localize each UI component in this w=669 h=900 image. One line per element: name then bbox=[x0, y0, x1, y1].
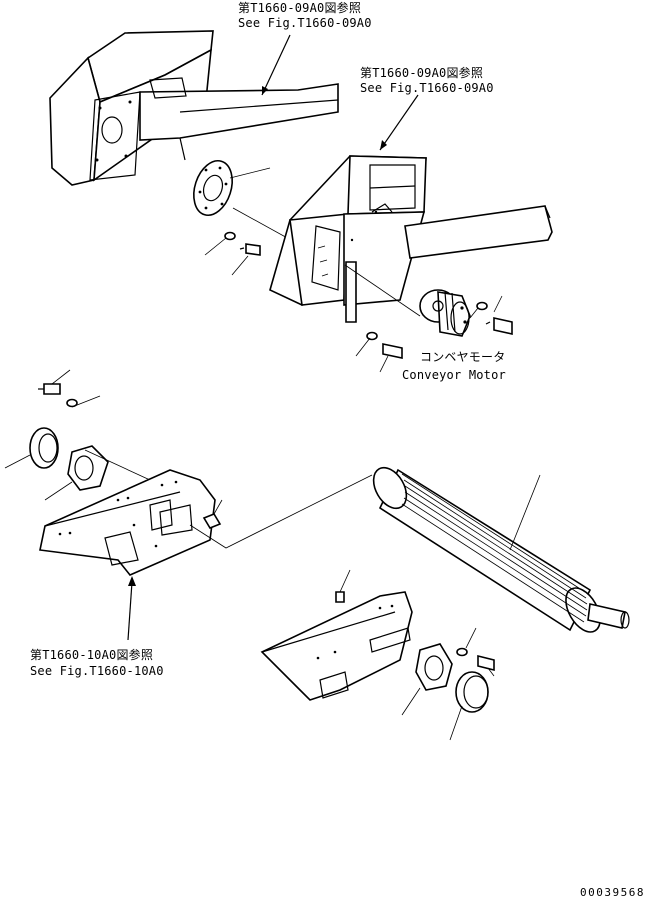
lower-right-assembly bbox=[260, 569, 495, 741]
leader-middle-ref bbox=[379, 94, 419, 151]
middle-ref-en: See Fig.T1660-09A0 bbox=[360, 81, 494, 95]
conveyor-motor-label-jp: コンベヤモータ bbox=[420, 350, 506, 364]
middle-frame bbox=[269, 155, 553, 323]
leader-lower-ref bbox=[127, 581, 133, 641]
flange-plate bbox=[193, 159, 271, 217]
leader-top-ref bbox=[261, 34, 291, 96]
lower-left-assembly bbox=[4, 369, 373, 576]
lower-ref-en: See Fig.T1660-10A0 bbox=[30, 664, 164, 678]
lower-ref-jp: 第T1660-10A0図参照 bbox=[30, 648, 154, 662]
conveyor-motor-label-en: Conveyor Motor bbox=[402, 368, 506, 382]
drum-roller bbox=[372, 466, 630, 633]
middle-ref-jp: 第T1660-09A0図参照 bbox=[360, 66, 484, 80]
motor-fasteners bbox=[355, 295, 513, 373]
upper-left-frame bbox=[49, 30, 339, 186]
drawing-number: 00039568 bbox=[580, 886, 645, 899]
top-ref-jp: 第T1660-09A0図参照 bbox=[238, 1, 362, 15]
top-ref-en: See Fig.T1660-09A0 bbox=[238, 16, 372, 30]
conveyor-motor bbox=[344, 264, 471, 337]
